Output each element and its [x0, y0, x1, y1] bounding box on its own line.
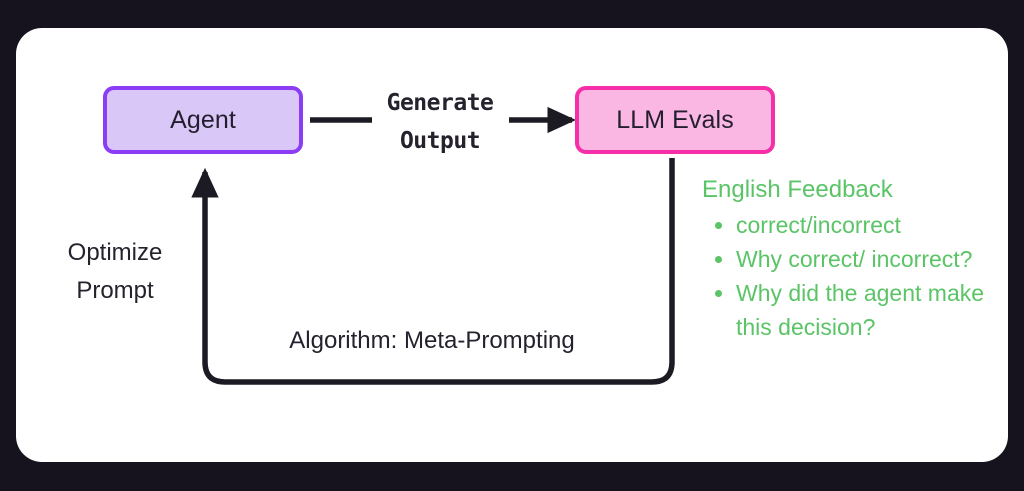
feedback-panel: English Feedback correct/incorrect Why c… — [702, 174, 998, 344]
node-llm-evals[interactable]: LLM Evals — [575, 86, 775, 154]
feedback-title: English Feedback — [702, 176, 893, 203]
edge-label-optimize-prompt: Optimize Prompt — [44, 234, 186, 310]
list-item: Why correct/ incorrect? — [702, 242, 998, 276]
optimize-prompt-line-1: Optimize — [67, 239, 163, 266]
node-agent[interactable]: Agent — [103, 86, 303, 154]
optimize-prompt-loop — [191, 158, 675, 385]
generate-output-line-1: Generate — [386, 90, 494, 116]
feedback-list: correct/incorrect Why correct/ incorrect… — [702, 208, 998, 344]
list-item: Why did the agent make this decision? — [702, 276, 998, 344]
optimize-prompt-line-2: Prompt — [76, 277, 154, 304]
edge-label-generate-output: Generate Output — [352, 84, 528, 160]
node-llm-evals-label: LLM Evals — [616, 105, 734, 134]
list-item: correct/incorrect — [702, 208, 998, 242]
node-agent-label: Agent — [170, 105, 236, 134]
generate-output-line-2: Output — [399, 128, 481, 154]
edge-label-algorithm: Algorithm: Meta-Prompting — [289, 327, 575, 354]
